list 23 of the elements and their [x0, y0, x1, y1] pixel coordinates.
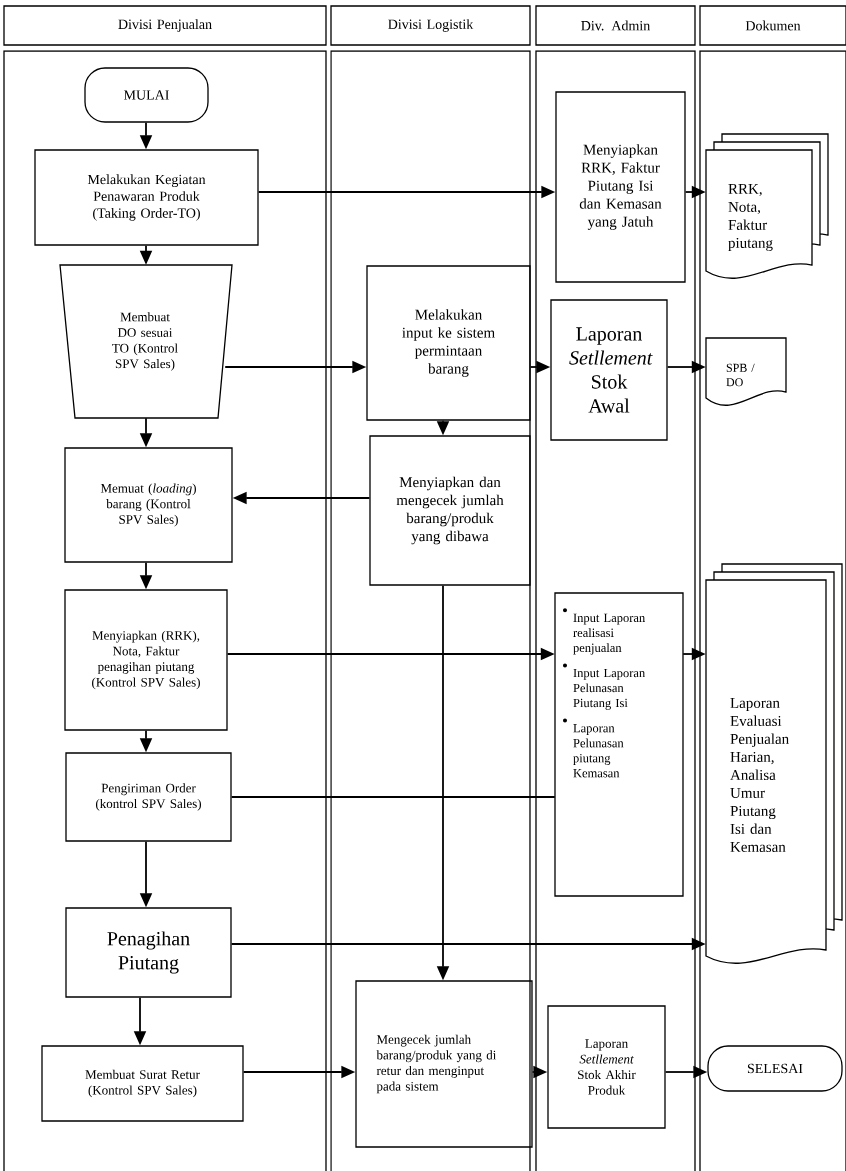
process-box: Menyiapkan dan mengecek jumlah barang/produk yang dibawa	[369, 435, 531, 586]
process-box: Pengiriman Order (kontrol SPV Sales)	[65, 752, 232, 842]
process-box: Input Laporan realisasi penjualan Input Laporan Pelunasan Piutang Isi Laporan Pelunasan piutang Kemasan	[554, 592, 684, 897]
process-box: Melakukan input ke sistem permintaan barang	[366, 265, 531, 421]
process-box: Melakukan Kegiatan Penawaran Produk (Taking Order-TO)	[34, 149, 259, 246]
multi-document: RRK, Nota, Faktur piutang	[705, 133, 829, 279]
terminator: MULAI	[84, 67, 209, 123]
process-box: Menyiapkan RRK, Faktur Piutang Isi dan Kemasan yang Jatuh	[555, 91, 686, 283]
process-box: Laporan Setllement Stok Akhir Produk	[547, 1005, 666, 1129]
manual-operation: Membuat DO sesuai TO (Kontrol SPV Sales)	[59, 264, 233, 419]
multi-document: Laporan Evaluasi Penjualan Harian, Analisa Umur Piutang Isi dan Kemasan	[705, 563, 843, 964]
process-box: Laporan Setllement Stok Awal	[550, 299, 668, 441]
process-box: Penagihan Piutang	[65, 907, 232, 998]
node-label: Dokumen	[745, 20, 801, 31]
process-box: Mengecek jumlah barang/produk yang di retur dan menginput pada sistem	[355, 980, 533, 1148]
terminator: SELESAI	[707, 1045, 843, 1092]
process-box: Membuat Surat Retur (Kontrol SPV Sales)	[41, 1045, 244, 1122]
node-label: Divisi Penjualan	[118, 19, 212, 32]
node-label: Div. Admin	[581, 20, 651, 31]
document: SPB / DO	[705, 337, 787, 406]
node-label: Divisi Logistik	[388, 19, 474, 32]
process-box: Memuat (loading) barang (Kontrol SPV Sales)	[64, 447, 233, 563]
process-box: Menyiapkan (RRK), Nota, Faktur penagihan piutang (Kontrol SPV Sales)	[64, 589, 228, 731]
